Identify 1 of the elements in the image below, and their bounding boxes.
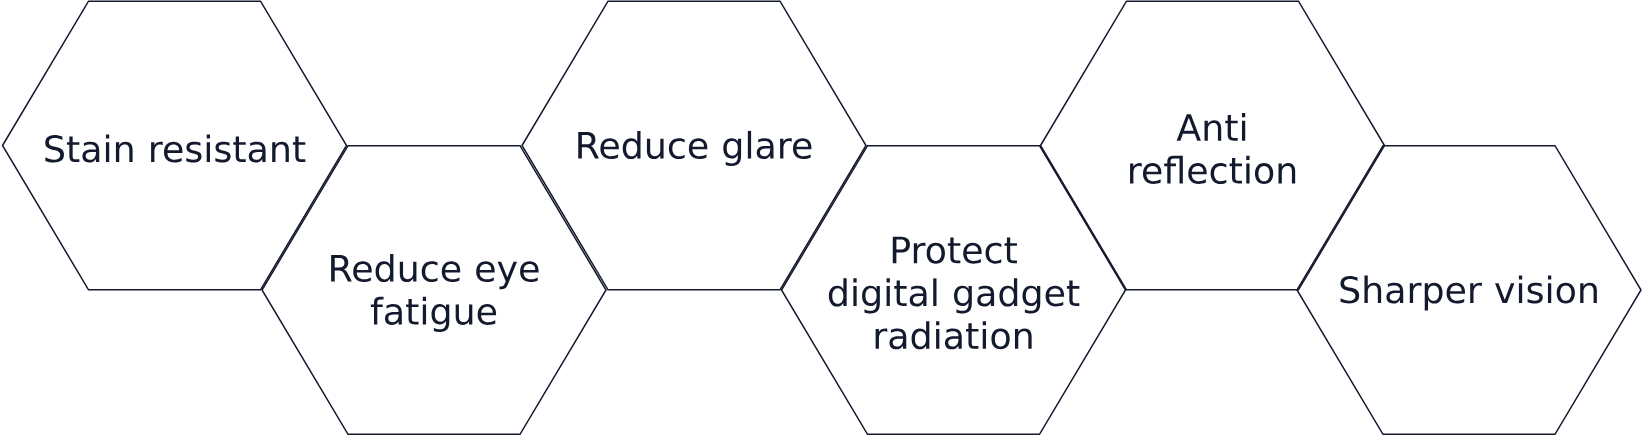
hexagon-tile: Sharper vision	[1296, 144, 1642, 436]
